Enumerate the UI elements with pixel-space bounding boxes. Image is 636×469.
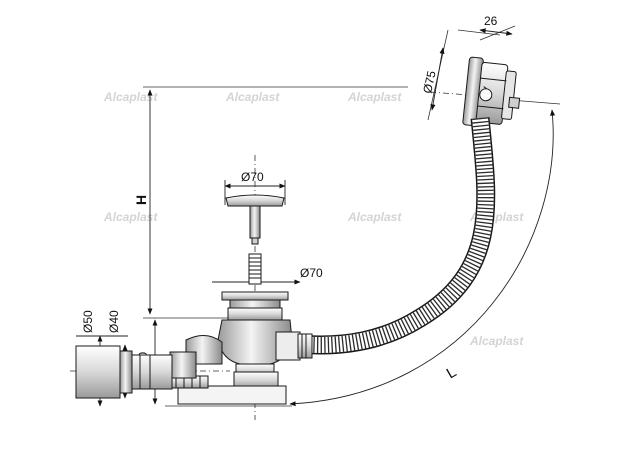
outlet-outer-diameter-label: Ø50 [81,310,95,333]
hose-body [297,117,496,355]
watermark-text: Alcaplast [347,90,402,104]
outlet-width-dimension-line [479,28,513,36]
waste-nut [227,307,283,321]
plug-stem [249,205,261,239]
watermark-text: Alcaplast [469,334,524,348]
outlet-inner-diameter-label: Ø40 [107,310,121,333]
watermark-text: Alcaplast [103,210,158,224]
watermark-text: Alcaplast [103,90,158,104]
height-label: H [133,195,149,205]
overflow-diameter-label: Ø75 [420,69,438,94]
plug-cap [225,194,285,207]
tee-connection [275,331,301,361]
waste-body [217,291,313,377]
waste-diameter-label: Ø70 [300,266,323,280]
hose-corrugation [297,117,494,353]
waste-flange [221,291,289,301]
overflow-axis [429,91,521,100]
plug-stem-tip [251,237,259,245]
watermark-text: Alcaplast [225,90,280,104]
outlet-pipe-outer [75,345,121,399]
trap-assembly [167,335,287,405]
plug-thread [248,253,262,285]
overflow-head [462,56,521,127]
outlet-pipe-collar [119,350,133,394]
outlet-elbow [169,351,197,379]
plug-assembly [225,194,285,285]
trap-body [177,385,287,405]
outlet-pipe-inner [131,354,173,390]
watermark-text: Alcaplast [347,210,402,224]
length-label: L [444,363,460,382]
watermarks: Alcaplast Alcaplast Alcaplast Alcaplast … [103,90,524,348]
overflow-ext-top2 [457,29,501,36]
outlet-width-label: 26 [484,14,498,28]
flexible-hose [297,117,496,355]
plug-diameter-label: Ø70 [241,170,264,184]
outlet-pipe [75,345,173,399]
overflow-diameter-dimension-line [430,47,445,111]
hose-coupling [297,333,313,359]
waste-flange-lower [229,299,281,309]
hose-inner [297,117,494,353]
length-dimension-arc [289,109,556,407]
